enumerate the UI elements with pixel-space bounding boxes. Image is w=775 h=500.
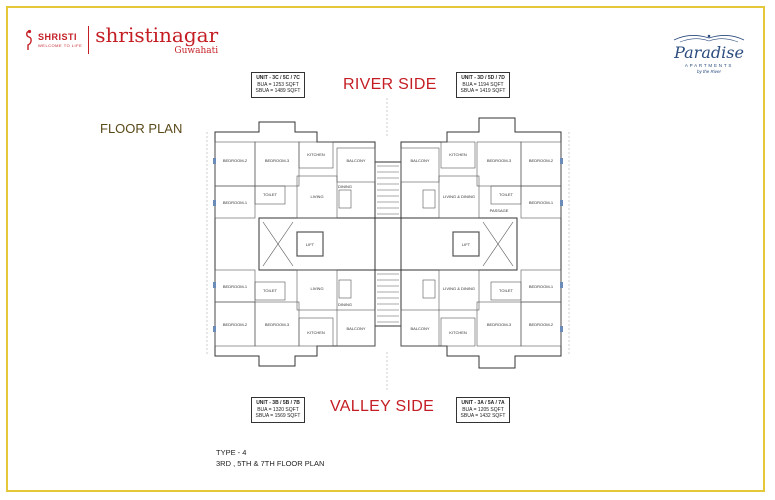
- room-label: BEDROOM-2: [223, 158, 248, 163]
- room-label: TOILET: [263, 192, 277, 197]
- unit-name: UNIT - 3A / 5A / 7A: [461, 400, 505, 406]
- paradise-subtitle: APARTMENTS: [684, 63, 734, 68]
- room-label: LIFT: [462, 242, 471, 247]
- brand-divider: [88, 26, 90, 54]
- unit-name: UNIT - 3D / 5D / 7D: [461, 75, 505, 81]
- room-label: BALCONY: [346, 158, 365, 163]
- brand-location: Guwahati: [174, 45, 219, 56]
- unit-name: UNIT - 3C / 5C / 7C: [256, 75, 300, 81]
- ornament-icon: [673, 34, 745, 43]
- room-label: DINING: [338, 302, 352, 307]
- room-label: BALCONY: [410, 158, 429, 163]
- room-label: LIVING & DINING: [443, 286, 475, 291]
- type-label: TYPE - 4: [216, 448, 247, 457]
- room-label: BEDROOM-3: [265, 322, 290, 327]
- unit-name: UNIT - 3B / 5B / 7B: [256, 400, 300, 406]
- unit-sbua: SBUA = 1419 SQFT: [460, 88, 506, 94]
- room-label: KITCHEN: [449, 152, 467, 157]
- room-label: BEDROOM-3: [487, 158, 512, 163]
- unit-bua: BUA = 1320 SQFT: [257, 406, 299, 413]
- unit-sbua: SBUA = 1569 SQFT: [255, 413, 301, 419]
- floor-plan-heading: FLOOR PLAN: [100, 121, 183, 136]
- room-label: BEDROOM-2: [529, 158, 554, 163]
- room-label: LIFT: [306, 242, 315, 247]
- unit-box-top-right: UNIT - 3D / 5D / 7D BUA = 1194 SQFT SBUA…: [456, 72, 510, 98]
- brand-small-name: SHRISTI: [38, 32, 78, 42]
- paradise-title: Paradise: [674, 43, 744, 62]
- room-label: KITCHEN: [307, 330, 325, 335]
- room-label: BALCONY: [410, 326, 429, 331]
- room-label: BALCONY: [346, 326, 365, 331]
- unit-box-bottom-right: UNIT - 3A / 5A / 7A BUA = 1205 SQFT SBUA…: [456, 397, 510, 423]
- room-label: BEDROOM-3: [487, 322, 512, 327]
- valley-side-label: VALLEY SIDE: [330, 398, 435, 415]
- room-label: LIVING & DINING: [443, 194, 475, 199]
- room-label: BEDROOM-1: [529, 284, 554, 289]
- page-frame: [6, 6, 765, 492]
- brand-big-name: shristinagar: [95, 22, 219, 47]
- flamingo-icon: [26, 29, 32, 50]
- room-label: LIVING: [310, 286, 323, 291]
- room-label: BEDROOM-2: [223, 322, 248, 327]
- room-label: TOILET: [499, 288, 513, 293]
- floors-label: 3RD , 5TH & 7TH FLOOR PLAN: [216, 459, 325, 468]
- unit-bua: BUA = 1205 SQFT: [462, 406, 504, 413]
- room-label: DINING: [338, 184, 352, 189]
- unit-sbua: SBUA = 1432 SQFT: [460, 413, 506, 419]
- room-label: KITCHEN: [307, 152, 325, 157]
- type-info: TYPE - 4 3RD , 5TH & 7TH FLOOR PLAN: [216, 447, 324, 469]
- room-label: BEDROOM-3: [265, 158, 290, 163]
- unit-bua: BUA = 1194 SQFT: [462, 81, 504, 88]
- room-label: TOILET: [263, 288, 277, 293]
- room-label: KITCHEN: [449, 330, 467, 335]
- river-side-label: RIVER SIDE: [343, 76, 437, 93]
- unit-bua: BUA = 1253 SQFT: [257, 81, 299, 88]
- unit-box-top-left: UNIT - 3C / 5C / 7C BUA = 1253 SQFT SBUA…: [251, 72, 305, 98]
- paradise-logo: Paradise APARTMENTS by the River: [670, 32, 748, 104]
- brand-tagline: WELCOME TO LIFE: [38, 43, 83, 48]
- paradise-byline: by the River: [696, 69, 721, 74]
- room-label: BEDROOM-2: [529, 322, 554, 327]
- unit-box-bottom-left: UNIT - 3B / 5B / 7B BUA = 1320 SQFT SBUA…: [251, 397, 305, 423]
- room-label: BEDROOM-1: [529, 200, 554, 205]
- room-label: BEDROOM-1: [223, 284, 248, 289]
- floor-plan-drawing: BEDROOM-2 BEDROOM-3 KITCHEN BALCONY BEDR…: [206, 98, 570, 390]
- room-label: LIVING: [310, 194, 323, 199]
- room-label: BEDROOM-1: [223, 200, 248, 205]
- shristi-brand-logo: SHRISTI WELCOME TO LIFE shristinagar Guw…: [22, 20, 218, 60]
- room-label: TOILET: [499, 192, 513, 197]
- unit-sbua: SBUA = 1489 SQFT: [255, 88, 301, 94]
- room-label: PASSAGE: [490, 208, 509, 213]
